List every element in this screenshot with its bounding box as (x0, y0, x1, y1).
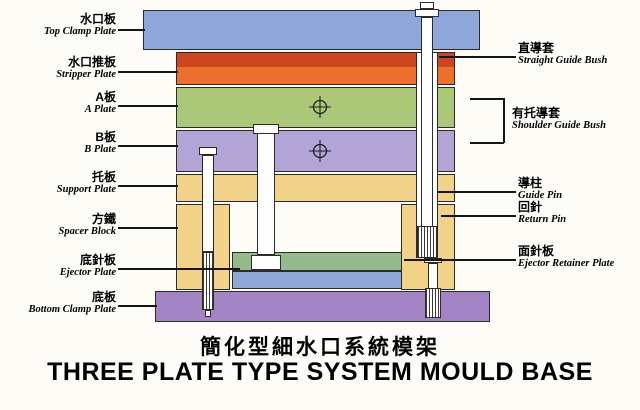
plate-support (176, 174, 455, 202)
label-en: Guide Pin (518, 190, 563, 202)
leader-line-return-pin (441, 215, 516, 217)
return-pin-shaft (428, 263, 438, 290)
label-en: Support Plate (56, 184, 116, 196)
leader-line-support (118, 185, 178, 187)
label-zh: 直導套 (518, 41, 555, 55)
center-mark-icon (309, 140, 331, 162)
label-zh: 導柱 (518, 176, 543, 190)
label-en: Top Clamp Plate (44, 26, 116, 38)
leader-line-ejector (118, 268, 240, 270)
center-pin-shaft (257, 133, 275, 255)
diagram-title-chinese: 簡化型細水口系統模架 (200, 336, 440, 359)
guide-pin-cap-top (420, 2, 434, 9)
label-straight-guide-bush: 直導套 Straight Guide Bush (518, 41, 607, 68)
left-pin-cap (199, 147, 217, 155)
return-pin-thread (425, 288, 441, 318)
bracket-side-shoulder-bush (503, 98, 505, 143)
leader-line-top-clamp (118, 29, 145, 31)
label-zh: B板 (95, 130, 116, 144)
guide-pin-shaft (421, 17, 433, 258)
plate-stripper-upper (177, 53, 454, 67)
label-en: Spacer Block (58, 226, 116, 238)
label-bottom-clamp-plate: 底板 Bottom Clamp Plate (0, 290, 116, 317)
leader-line-straight-guide-bush (439, 56, 516, 58)
leader-line-b-plate (118, 145, 178, 147)
label-zh: 面針板 (518, 244, 555, 258)
label-en: Straight Guide Bush (518, 55, 608, 67)
label-a-plate: A板 A Plate (0, 90, 116, 117)
left-pin-thread (202, 252, 214, 310)
diagram-title-english: THREE PLATE TYPE SYSTEM MOULD BASE (47, 358, 593, 386)
label-zh: A板 (95, 90, 116, 104)
leader-line-guide-pin (437, 191, 516, 193)
label-top-clamp-plate: 水口板 Top Clamp Plate (0, 12, 116, 39)
leader-line-spacer (118, 227, 178, 229)
bracket-bottom-shoulder-bush (470, 142, 504, 144)
label-zh: 托板 (91, 170, 116, 184)
leader-line-bottom-clamp (118, 305, 157, 307)
label-zh: 方鐵 (91, 212, 116, 226)
left-pin-tip (205, 310, 211, 317)
guide-pin-cap (415, 9, 439, 17)
label-guide-pin: 導柱 Guide Pin (518, 176, 562, 203)
label-en: Ejector Retainer Plate (518, 258, 615, 270)
plate-stripper-lower (177, 66, 454, 84)
label-en: Stripper Plate (56, 69, 116, 81)
label-en: Return Pin (518, 214, 567, 226)
return-pin-cap (424, 258, 442, 263)
shoulder-guide-bush-body (417, 226, 437, 258)
plate-stripper (176, 52, 455, 85)
label-ejector-plate: 底針板 Ejector Plate (0, 253, 116, 280)
label-zh: 有托導套 (512, 106, 561, 120)
label-en: Shoulder Guide Bush (512, 120, 606, 132)
label-en: Bottom Clamp Plate (28, 304, 116, 316)
label-return-pin: 回針 Return Pin (518, 200, 566, 227)
label-en: Ejector Plate (59, 267, 116, 279)
label-zh: 底針板 (79, 253, 116, 267)
label-support-plate: 托板 Support Plate (0, 170, 116, 197)
label-shoulder-guide-bush: 有托導套 Shoulder Guide Bush (512, 106, 606, 133)
label-ejector-retainer-plate: 面針板 Ejector Retainer Plate (518, 244, 614, 271)
label-stripper-plate: 水口推板 Stripper Plate (0, 55, 116, 82)
label-zh: 回針 (518, 200, 543, 214)
label-zh: 底板 (91, 290, 116, 304)
left-pin-shaft (202, 155, 214, 252)
label-b-plate: B板 B Plate (0, 130, 116, 157)
label-en: A Plate (84, 104, 116, 116)
label-en: B Plate (84, 144, 116, 156)
leader-line-ejector-retainer (404, 259, 516, 261)
plate-ejector (232, 271, 402, 289)
label-zh: 水口板 (79, 12, 116, 26)
bracket-top-shoulder-bush (470, 98, 504, 100)
label-zh: 水口推板 (67, 55, 116, 69)
label-spacer-block: 方鐵 Spacer Block (0, 212, 116, 239)
center-mark-icon (309, 96, 331, 118)
leader-line-a-plate (118, 105, 178, 107)
center-pin-base (251, 255, 281, 270)
leader-line-stripper (118, 71, 178, 73)
